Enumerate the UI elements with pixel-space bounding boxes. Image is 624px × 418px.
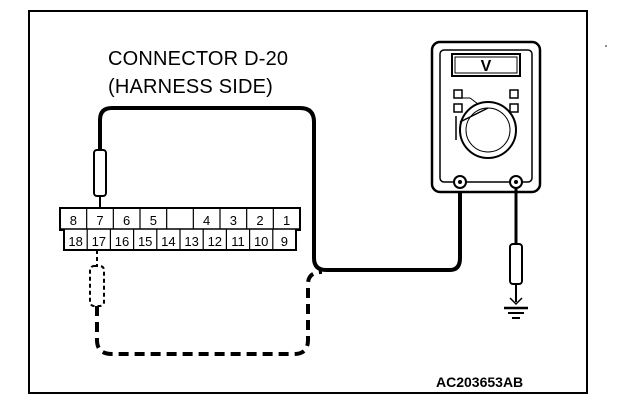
pin-13: 13 bbox=[184, 234, 198, 249]
pin-5: 5 bbox=[150, 213, 157, 228]
pin-16: 16 bbox=[115, 234, 129, 249]
connector-title-line1: CONNECTOR D-20 bbox=[108, 48, 289, 70]
meter-dial bbox=[459, 101, 517, 159]
connector-title-line2: (HARNESS SIDE) bbox=[108, 76, 274, 98]
multimeter: V bbox=[430, 40, 542, 194]
diagram-frame bbox=[28, 10, 588, 394]
meter-mode-symbol: V bbox=[481, 58, 492, 75]
pin-4: 4 bbox=[203, 213, 210, 228]
pin-18: 18 bbox=[68, 234, 82, 249]
pin-10: 10 bbox=[254, 234, 268, 249]
pin-2: 2 bbox=[256, 213, 263, 228]
test-lead-ground bbox=[509, 188, 523, 306]
pin-12: 12 bbox=[208, 234, 222, 249]
pin-7: 7 bbox=[96, 213, 103, 228]
connector-d20: 8 7 6 5 4 3 2 1 18 17 16 15 14 13 12 11 10 9 bbox=[59, 207, 301, 251]
pin-1: 1 bbox=[283, 213, 290, 228]
pin-15: 15 bbox=[138, 234, 152, 249]
pin-6: 6 bbox=[123, 213, 130, 228]
meter-display bbox=[451, 53, 521, 77]
figure-code: AC203653AB bbox=[436, 374, 524, 390]
pin-17: 17 bbox=[92, 234, 106, 249]
pin-11: 11 bbox=[231, 234, 245, 249]
pin-9: 9 bbox=[281, 234, 288, 249]
pin-14: 14 bbox=[161, 234, 175, 249]
ground-symbol bbox=[504, 306, 528, 319]
dashed-wire-pin-17 bbox=[89, 250, 323, 356]
pin-3: 3 bbox=[230, 213, 237, 228]
pin-8: 8 bbox=[70, 213, 77, 228]
test-lead-positive bbox=[98, 106, 462, 272]
